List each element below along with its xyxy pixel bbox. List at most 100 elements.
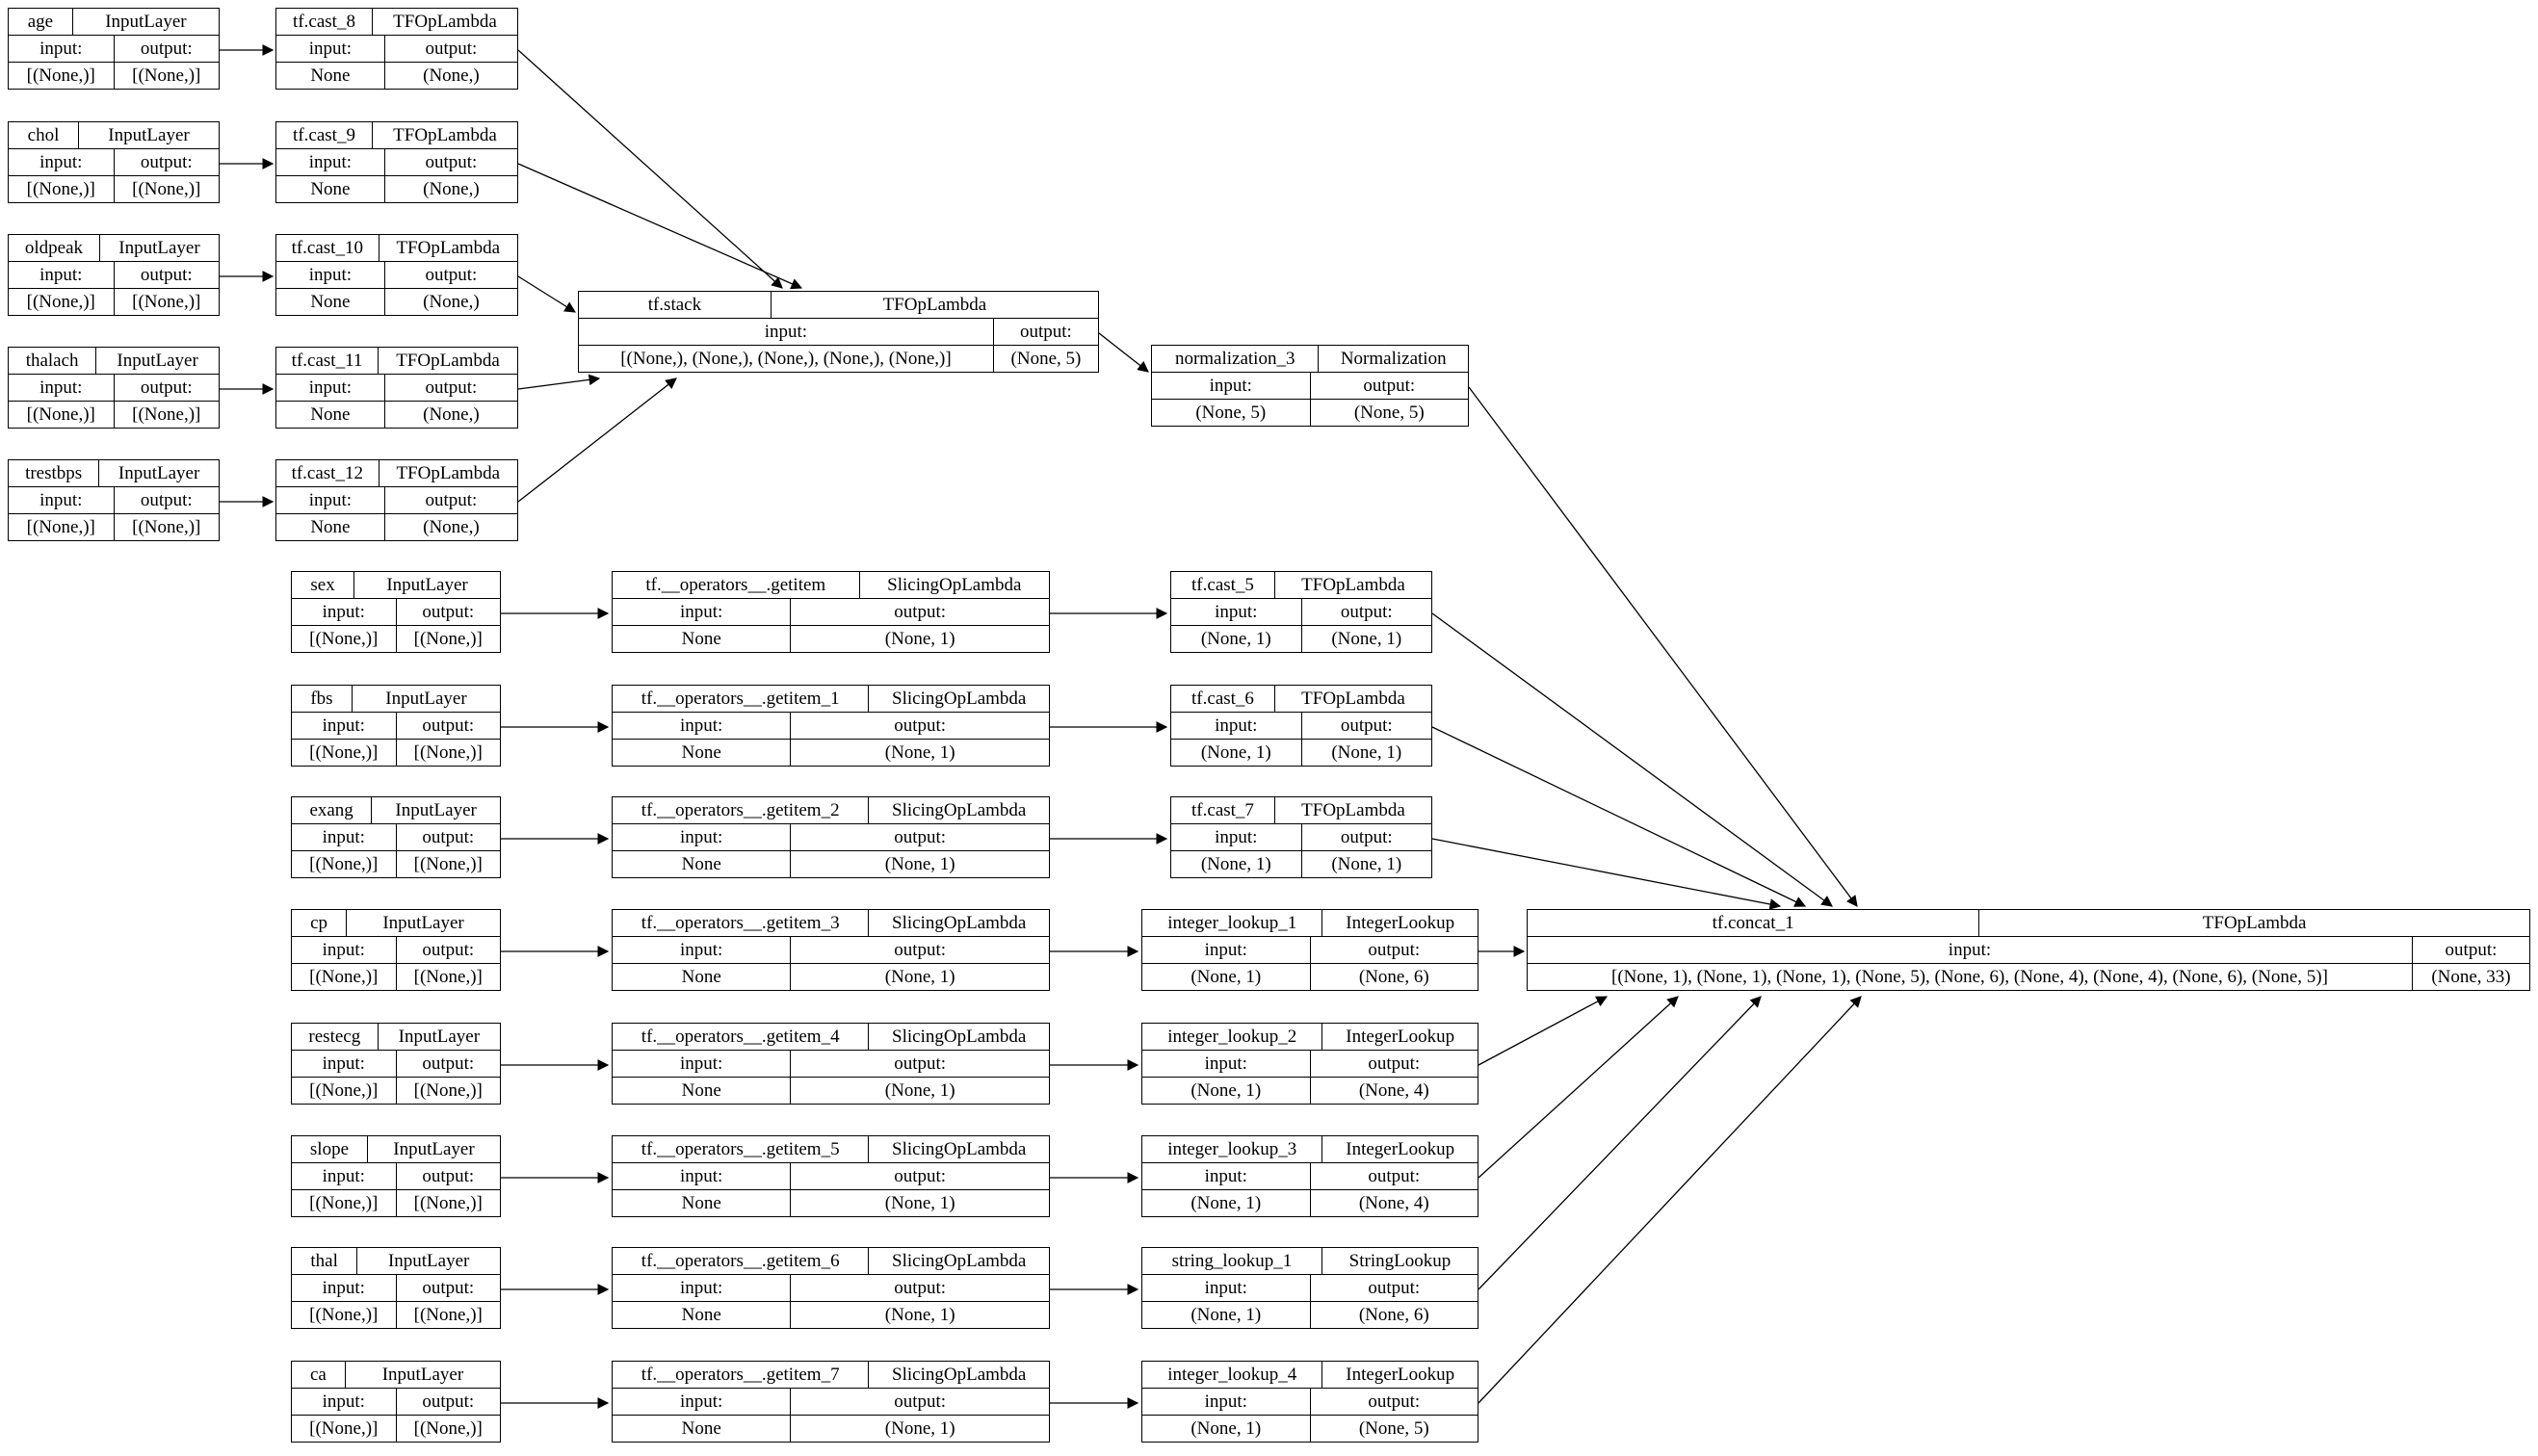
node-tf-concat-1: tf.concat_1 TFOpLambda input:output: [(N…	[1526, 909, 2531, 991]
node-header: integer_lookup_3 IntegerLookup	[1140, 1135, 1478, 1163]
layer-name: tf.cast_9	[275, 121, 374, 149]
output-label: output:	[1300, 712, 1432, 740]
layer-type: TFOpLambda	[378, 459, 519, 487]
output-shape: (None, 1)	[790, 625, 1050, 653]
output-shape: (None, 4)	[1309, 1077, 1478, 1105]
output-shape: (None, 1)	[1300, 850, 1432, 878]
input-shape: (None, 1)	[1170, 850, 1302, 878]
output-shape: [(None,)]	[395, 625, 501, 653]
node-io: input:output: (None, 1)(None, 6)	[1141, 936, 1478, 991]
output-label: output:	[2411, 936, 2531, 964]
node-io: input:output: [(None,)][(None,)]	[8, 486, 220, 541]
input-label: input:	[291, 1274, 397, 1302]
node-io: input:output: [(None,)][(None,)]	[291, 1388, 501, 1443]
layer-name: tf.concat_1	[1526, 909, 1980, 937]
output-shape: (None, 5)	[992, 345, 1100, 373]
node-header: exang InputLayer	[290, 796, 501, 824]
node-slope: slope InputLayer input:output: [(None,)]…	[291, 1135, 502, 1217]
node-io: input:output: [(None,)][(None,)]	[8, 148, 220, 203]
node-header: tf.cast_5 TFOpLambda	[1170, 571, 1433, 599]
input-shape: (None, 1)	[1141, 1301, 1311, 1329]
node-integer-lookup-2: integer_lookup_2 IntegerLookup input:out…	[1140, 1023, 1478, 1105]
node-oldpeak: oldpeak InputLayer input:output: [(None,…	[8, 234, 221, 316]
node-io: input:output: (None, 1)(None, 1)	[1170, 712, 1432, 767]
node-io: input:output: None(None, 1)	[611, 936, 1050, 991]
input-shape: None	[275, 175, 385, 203]
node-header: chol InputLayer	[8, 121, 220, 149]
output-shape: (None, 6)	[1309, 963, 1478, 991]
node-chol: chol InputLayer input:output: [(None,)][…	[8, 121, 220, 203]
input-label: input:	[1170, 598, 1302, 626]
layer-name: tf.cast_8	[275, 8, 374, 36]
layer-name: integer_lookup_3	[1140, 1135, 1323, 1163]
input-shape: None	[611, 739, 792, 767]
node-tf-stack: tf.stack TFOpLambda input:output: [(None…	[578, 291, 1100, 373]
node-tf-cast-5: tf.cast_5 TFOpLambda input:output: (None…	[1170, 571, 1433, 653]
output-shape: (None,)	[383, 513, 519, 541]
node-tf-cast-11: tf.cast_11 TFOpLambda input:output: None…	[275, 347, 519, 429]
layer-type: TFOpLambda	[770, 291, 1100, 319]
input-label: input:	[611, 1162, 792, 1190]
layer-type: InputLayer	[344, 1361, 502, 1389]
input-shape: None	[611, 1415, 792, 1443]
input-shape: (None, 5)	[1151, 399, 1311, 427]
input-label: input:	[291, 1050, 397, 1078]
input-shape: None	[611, 625, 792, 653]
layer-type: InputLayer	[98, 234, 221, 262]
node-getitem-5: tf.__operators__.getitem_5 SlicingOpLamb…	[611, 1135, 1050, 1217]
node-io: input:output: None(None,)	[275, 148, 519, 203]
output-label: output:	[383, 486, 519, 514]
layer-type: SlicingOpLambda	[868, 796, 1050, 824]
node-sex: sex InputLayer input:output: [(None,)][(…	[290, 571, 501, 653]
node-tf-cast-7: tf.cast_7 TFOpLambda input:output: (None…	[1170, 796, 1433, 878]
layer-name: thalach	[7, 347, 97, 375]
edge-cast_5-concat	[1431, 612, 1833, 907]
input-label: input:	[8, 148, 115, 176]
layer-type: SlicingOpLambda	[868, 909, 1050, 937]
node-getitem-2: tf.__operators__.getitem_2 SlicingOpLamb…	[611, 796, 1050, 878]
input-shape: [(None,)]	[291, 850, 397, 878]
node-io: input:output: [(None,)][(None,)]	[8, 261, 220, 316]
output-label: output:	[790, 1388, 1050, 1416]
node-io: input:output: [(None, 1), (None, 1), (No…	[1527, 936, 2531, 991]
node-header: integer_lookup_2 IntegerLookup	[1140, 1023, 1478, 1051]
layer-name: slope	[291, 1135, 368, 1163]
node-io: input:output: (None, 1)(None, 4)	[1141, 1162, 1478, 1217]
node-io: input:output: [(None,)][(None,)]	[291, 1050, 501, 1105]
layer-type: InputLayer	[371, 796, 501, 824]
layer-name: fbs	[291, 685, 353, 713]
layer-type: InputLayer	[346, 909, 501, 937]
output-label: output:	[395, 598, 501, 626]
output-label: output:	[1309, 1162, 1478, 1190]
input-shape: [(None,)]	[291, 1189, 397, 1217]
output-label: output:	[395, 823, 501, 851]
layer-type: Normalization	[1318, 345, 1469, 373]
input-label: input:	[291, 598, 397, 626]
input-label: input:	[1151, 372, 1311, 400]
layer-name: sex	[290, 571, 355, 599]
input-shape: (None, 1)	[1141, 1189, 1311, 1217]
edge-il_2-concat	[1478, 996, 1609, 1066]
layer-type: TFOpLambda	[372, 8, 518, 36]
input-label: input:	[1141, 1274, 1311, 1302]
node-io: input:output: None(None, 1)	[611, 1050, 1050, 1105]
node-io: input:output: None(None, 1)	[611, 1274, 1050, 1329]
output-label: output:	[395, 1162, 501, 1190]
node-header: fbs InputLayer	[291, 685, 502, 713]
node-age: age InputLayer input:output: [(None,)][(…	[8, 8, 221, 90]
output-label: output:	[113, 374, 220, 402]
layer-type: IntegerLookup	[1321, 1135, 1478, 1163]
node-exang: exang InputLayer input:output: [(None,)]…	[290, 796, 501, 878]
output-shape: [(None,)]	[113, 62, 220, 90]
output-shape: (None, 1)	[1300, 739, 1432, 767]
node-header: tf.cast_12 TFOpLambda	[275, 459, 519, 487]
edge-cast_10-stack	[517, 275, 576, 313]
input-shape: [(None,)]	[8, 175, 115, 203]
node-io: input:output: (None, 5)(None, 5)	[1151, 372, 1469, 427]
layer-type: InputLayer	[71, 8, 221, 36]
layer-type: InputLayer	[356, 1247, 501, 1275]
output-shape: (None, 1)	[790, 963, 1050, 991]
node-io: input:output: [(None,)][(None,)]	[291, 598, 501, 653]
node-io: input:output: [(None,)][(None,)]	[291, 712, 501, 767]
node-header: tf.cast_10 TFOpLambda	[275, 234, 519, 262]
